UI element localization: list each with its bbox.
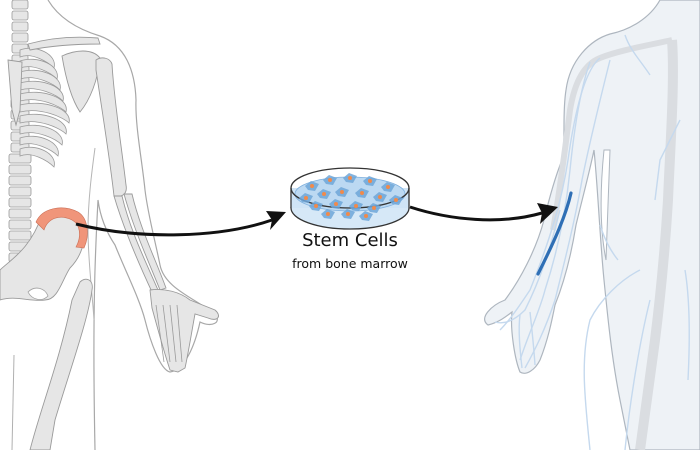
vertebra xyxy=(8,230,32,241)
hand-outline xyxy=(149,289,219,373)
arrows xyxy=(75,203,558,237)
rib xyxy=(19,146,55,168)
aorta-trunk xyxy=(635,39,678,450)
ulna xyxy=(123,193,167,291)
cell-nucleus xyxy=(348,176,352,180)
bone-marrow-site xyxy=(35,207,88,249)
rib xyxy=(19,124,63,146)
vein xyxy=(518,314,523,369)
arrow-dish-to-arm xyxy=(409,205,543,222)
vertebra xyxy=(8,219,32,230)
vertebra xyxy=(8,175,32,186)
cell-nucleus xyxy=(354,204,358,208)
left-body-outline xyxy=(47,0,218,450)
arrow-marrow-to-dish xyxy=(75,218,273,237)
vein xyxy=(494,209,561,324)
cell-nucleus xyxy=(310,184,314,188)
cell-nucleus xyxy=(322,192,326,196)
vertebra xyxy=(11,21,29,32)
femur xyxy=(29,278,93,450)
cell-nucleus xyxy=(340,190,344,194)
vein xyxy=(529,311,536,366)
arrowhead-1 xyxy=(266,211,286,230)
rib xyxy=(19,80,64,102)
rib xyxy=(19,102,70,124)
vein xyxy=(583,269,641,450)
rib xyxy=(19,113,67,135)
humerus xyxy=(95,57,127,197)
thigh-line xyxy=(11,354,15,450)
vein xyxy=(684,269,690,381)
pelvis xyxy=(0,209,85,301)
petri-dish xyxy=(290,167,410,230)
vein xyxy=(624,34,651,76)
finger-bone xyxy=(162,304,171,363)
arrowhead-2 xyxy=(537,203,558,224)
sternum xyxy=(7,59,23,127)
cell-nucleus xyxy=(328,178,332,182)
vertebra xyxy=(11,32,29,43)
cell-nucleus xyxy=(314,204,318,208)
vein xyxy=(524,59,611,369)
target-vein xyxy=(536,191,573,276)
ribcage xyxy=(19,47,70,168)
skeleton-figure xyxy=(0,0,219,450)
vertebra xyxy=(8,197,32,208)
pelvis-obturator xyxy=(27,287,49,300)
diagram-subtitle: from bone marrow xyxy=(292,256,408,271)
diagram-title: Stem Cells xyxy=(302,230,398,251)
stem-cells xyxy=(299,173,403,221)
rib xyxy=(19,91,67,113)
vertebra xyxy=(11,0,29,10)
cell-nucleus xyxy=(326,212,330,216)
cell-nucleus xyxy=(346,212,350,216)
vertebra xyxy=(8,208,32,219)
vein xyxy=(599,224,619,261)
cell-nucleus xyxy=(386,185,390,189)
finger-bone xyxy=(169,304,177,363)
cell-nucleus xyxy=(304,196,308,200)
left-hand-bones xyxy=(149,289,219,373)
clavicle xyxy=(27,36,101,51)
vertebra xyxy=(11,10,29,21)
right-body-outline xyxy=(484,0,700,450)
rib xyxy=(19,135,59,157)
cell-nucleus xyxy=(372,206,376,210)
cell-nucleus xyxy=(360,191,364,195)
vertebra xyxy=(8,164,32,175)
circulatory-figure xyxy=(484,0,700,450)
cell-nucleus xyxy=(364,214,368,218)
cell-nucleus xyxy=(394,198,398,202)
finger-bone xyxy=(155,304,165,363)
vein xyxy=(654,119,681,201)
cell-nucleus xyxy=(368,179,372,183)
cell-nucleus xyxy=(378,195,382,199)
finger-bone xyxy=(176,304,183,363)
cell-nucleus xyxy=(334,202,338,206)
vein xyxy=(624,299,651,450)
scapula xyxy=(61,50,101,113)
dish-rim xyxy=(290,167,410,209)
vertebra xyxy=(8,186,32,197)
